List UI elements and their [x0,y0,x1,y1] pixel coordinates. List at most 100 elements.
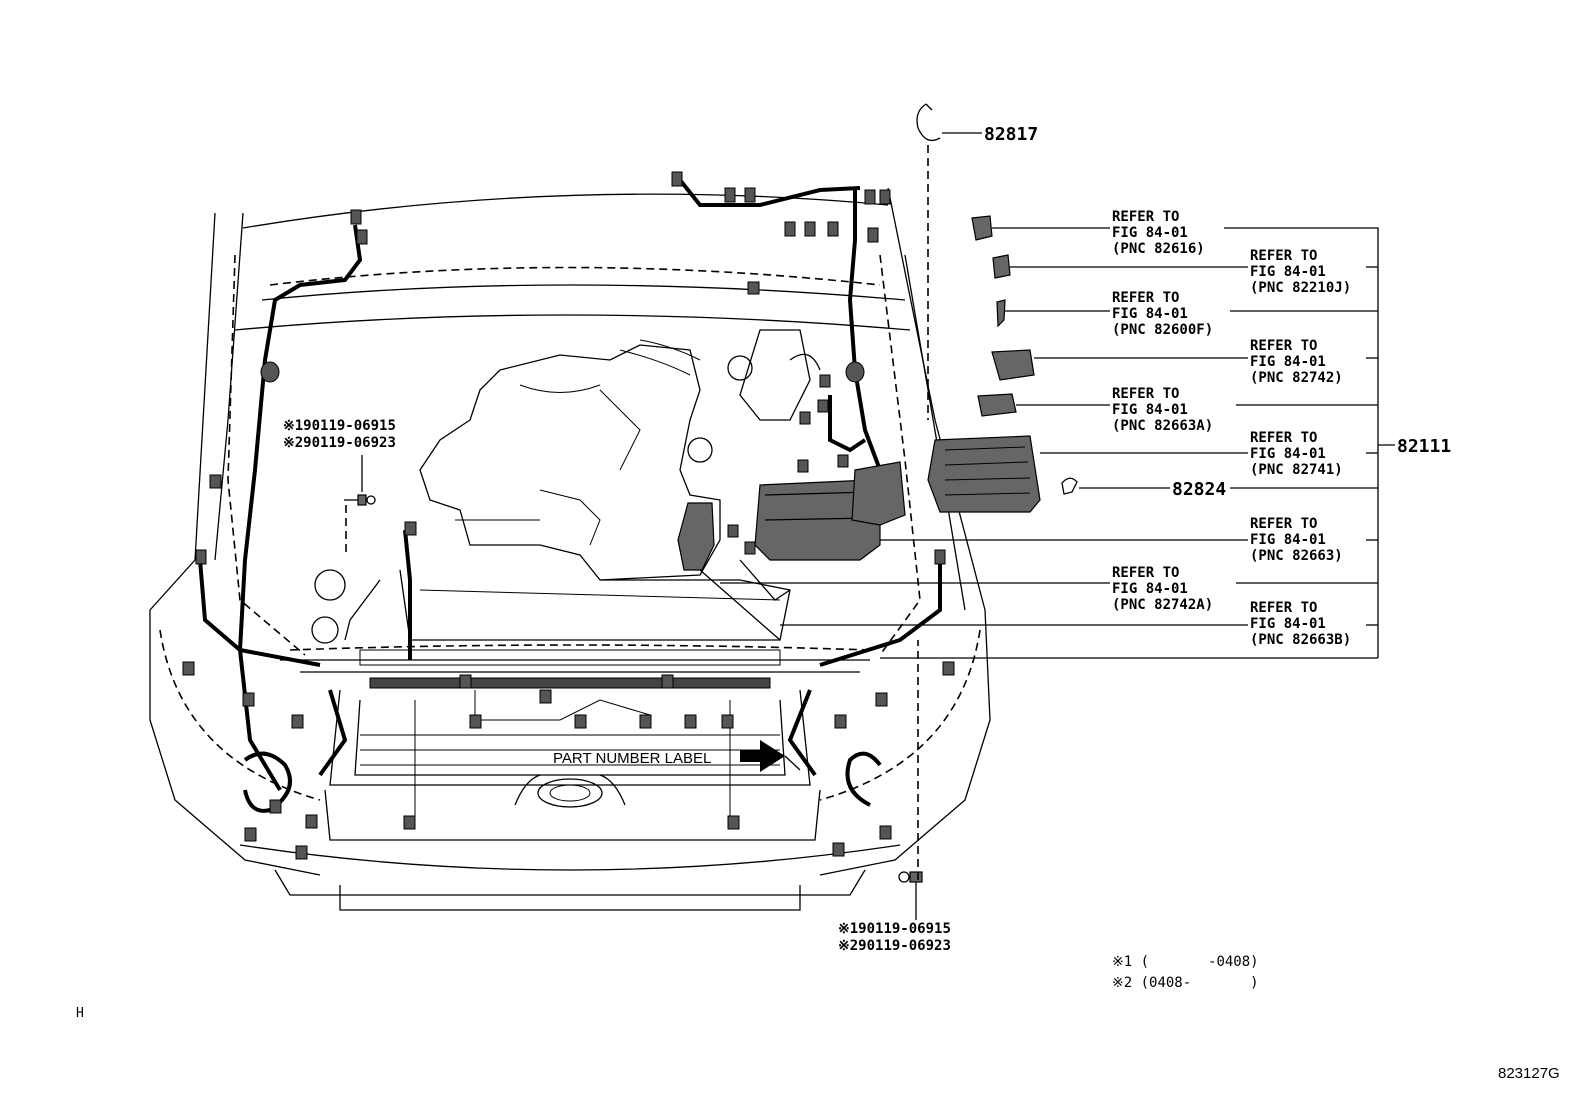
connector [727,815,740,830]
svg-text:(PNC 82663B): (PNC 82663B) [1250,632,1351,648]
corner-mark: H [76,1006,84,1021]
svg-text:※290119-06923: ※290119-06923 [283,435,396,451]
connector [539,689,552,704]
connector [684,714,697,729]
part-82210j [992,254,1011,279]
connector [724,187,736,203]
harness-wires [198,178,942,820]
connector [744,187,756,203]
vehicle-body-outline [149,187,991,911]
svg-text:REFER TO: REFER TO [1250,516,1317,532]
leader-lines [345,132,1395,920]
connector [182,661,195,676]
labels: 82817 82824 82111 REFER TO FIG 84-01 (PN… [76,124,1560,1082]
connector [305,814,318,829]
svg-text:FIG 84-01: FIG 84-01 [1250,446,1326,462]
part-82742 [991,349,1035,381]
connector [832,842,845,857]
svg-text:REFER TO: REFER TO [1250,248,1317,264]
svg-text:REFER TO: REFER TO [1250,430,1317,446]
note-1: ※1 ( -0408) [1112,954,1259,970]
svg-text:(PNC 82600F): (PNC 82600F) [1112,322,1213,338]
connector [721,714,734,729]
svg-text:REFER TO: REFER TO [1112,290,1179,306]
connector [799,411,811,425]
refer-label-82616: REFER TO FIG 84-01 (PNC 82616) [1112,209,1205,257]
svg-text:FIG 84-01: FIG 84-01 [1250,532,1326,548]
figure-code: 823127G [1498,1065,1560,1082]
connector [837,454,849,468]
connector [827,221,839,237]
connector [404,521,417,536]
svg-text:FIG 84-01: FIG 84-01 [1112,402,1188,418]
connector [242,692,255,707]
clip-icon [916,103,941,142]
grommet [260,361,280,383]
connector [295,845,308,860]
connector [661,674,674,689]
svg-text:REFER TO: REFER TO [1250,600,1317,616]
svg-text:(PNC 82663): (PNC 82663) [1250,548,1343,564]
connector [804,221,816,237]
connector [356,229,368,245]
svg-text:(PNC 82210J): (PNC 82210J) [1250,280,1351,296]
svg-text:(PNC 82742A): (PNC 82742A) [1112,597,1213,613]
connector [784,221,796,237]
part-82663a [977,393,1017,417]
connector [350,209,362,225]
relay-block-assembly [677,461,906,641]
grommet [845,361,865,383]
connector [819,374,831,388]
engine-assembly [311,329,821,666]
svg-text:(PNC 82741): (PNC 82741) [1250,462,1343,478]
svg-text:(PNC 82663A): (PNC 82663A) [1112,418,1213,434]
bolt-left-callout: ※190119-06915 ※290119-06923 [283,418,396,451]
connector [671,171,683,187]
connector [269,799,282,814]
connector [744,541,756,555]
connector [934,549,946,565]
connector [867,227,879,243]
connector [797,459,809,473]
refer-label-82663b: REFER TO FIG 84-01 (PNC 82663B) [1250,600,1351,648]
svg-text:FIG 84-01: FIG 84-01 [1250,616,1326,632]
svg-text:REFER TO: REFER TO [1250,338,1317,354]
svg-text:FIG 84-01: FIG 84-01 [1112,306,1188,322]
connector [817,399,829,413]
svg-text:FIG 84-01: FIG 84-01 [1112,225,1188,241]
refer-label-82742: REFER TO FIG 84-01 (PNC 82742) [1250,338,1343,386]
refer-label-82600f: REFER TO FIG 84-01 (PNC 82600F) [1112,290,1213,338]
svg-text:REFER TO: REFER TO [1112,386,1179,402]
connectors [182,171,955,860]
part-number-label-text: PART NUMBER LABEL [553,750,711,767]
svg-text:(PNC 82616): (PNC 82616) [1112,241,1205,257]
connector [209,474,222,489]
connector [875,692,888,707]
part-number-82817: 82817 [984,124,1038,145]
refer-label-82741: REFER TO FIG 84-01 (PNC 82741) [1250,430,1343,478]
svg-text:※290119-06923: ※290119-06923 [838,938,951,954]
svg-text:REFER TO: REFER TO [1112,209,1179,225]
refer-label-82663: REFER TO FIG 84-01 (PNC 82663) [1250,516,1343,564]
note-2: ※2 (0408- ) [1112,975,1259,991]
connector [459,674,472,689]
part-number-82111: 82111 [1397,436,1451,457]
exploded-parts [344,103,1078,883]
clamp-icon [1061,477,1078,495]
connector [864,189,876,205]
bolt-icon [344,494,376,506]
connector [834,714,847,729]
refer-label-82742a: REFER TO FIG 84-01 (PNC 82742A) [1112,565,1213,613]
connector [639,714,652,729]
arrow-icon [740,740,785,772]
connector [879,189,891,205]
svg-text:REFER TO: REFER TO [1112,565,1179,581]
svg-text:※190119-06915: ※190119-06915 [283,418,396,434]
part-82600f [996,299,1006,328]
connector [291,714,304,729]
part-82616 [971,215,993,241]
svg-text:FIG 84-01: FIG 84-01 [1112,581,1188,597]
refer-label-82210j: REFER TO FIG 84-01 (PNC 82210J) [1250,248,1351,296]
refer-label-82663a: REFER TO FIG 84-01 (PNC 82663A) [1112,386,1213,434]
